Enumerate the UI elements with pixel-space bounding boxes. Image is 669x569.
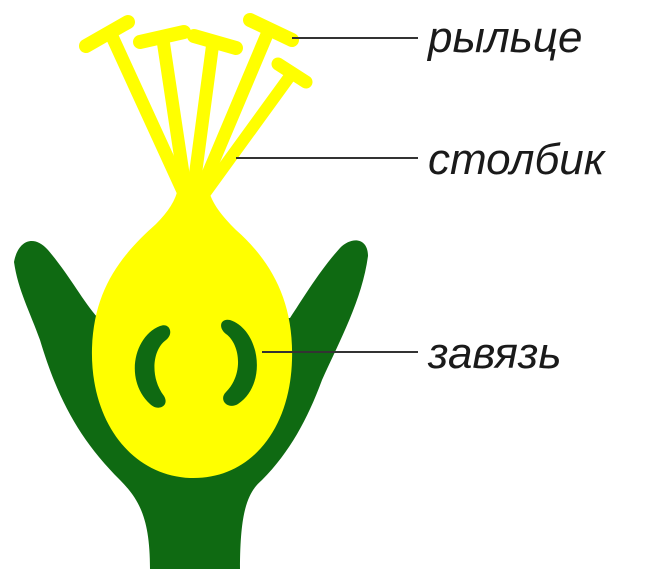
label-stigma: рыльце: [426, 13, 582, 62]
ovary-body: [92, 188, 292, 478]
stigma-cap-2: [140, 32, 184, 42]
label-style: столбик: [428, 135, 607, 184]
stigma-cap-3: [194, 36, 236, 48]
styles-group: [110, 32, 290, 200]
label-ovary: завязь: [427, 329, 562, 378]
stigma-cap-4: [250, 20, 292, 40]
